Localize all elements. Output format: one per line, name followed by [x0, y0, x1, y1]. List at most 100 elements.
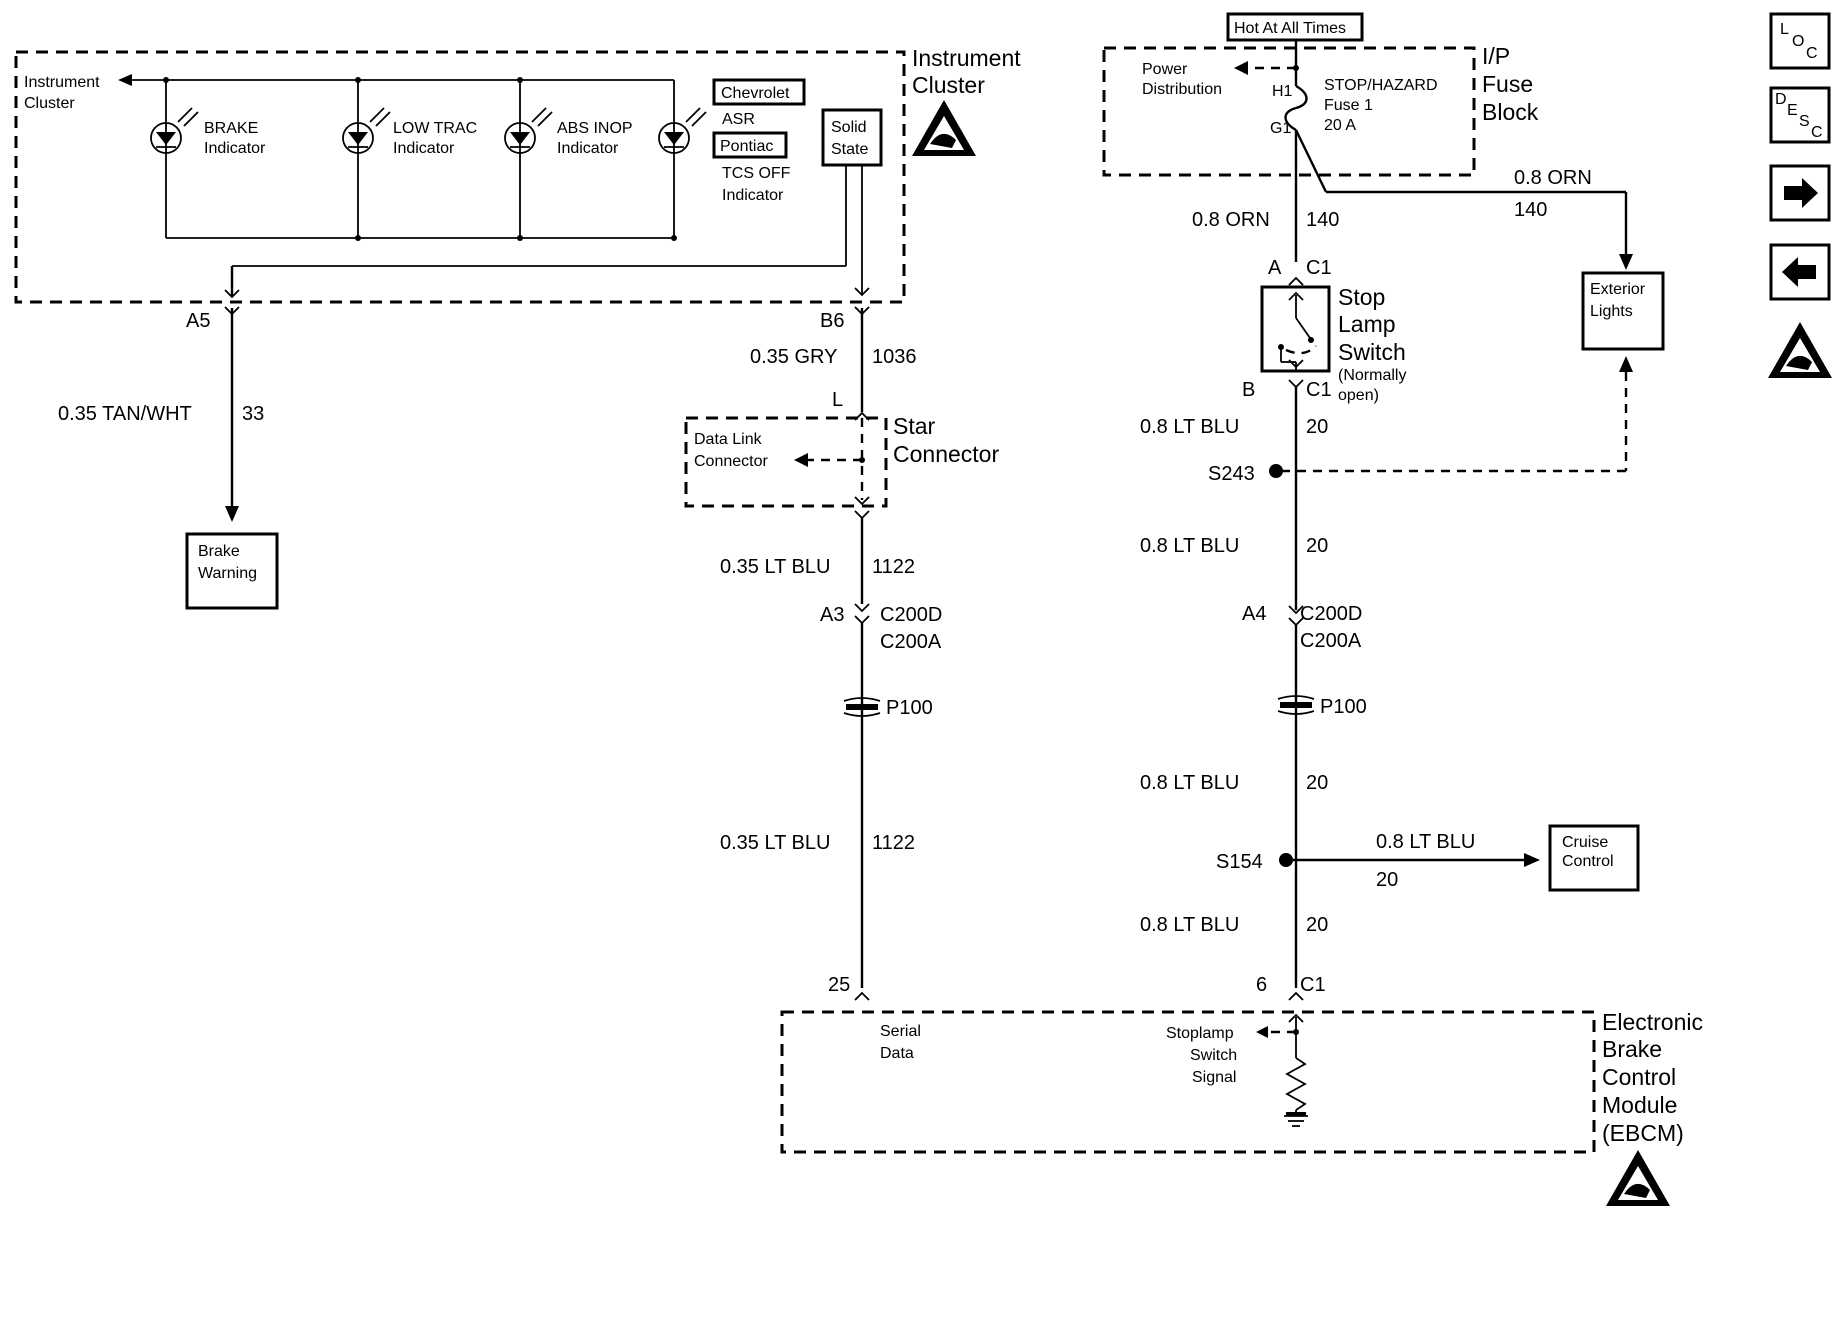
chevrolet-label: Chevrolet	[721, 85, 790, 102]
conn-c200a-right: C200A	[1300, 630, 1362, 652]
instrument-cluster: Instrument Cluster Instrument Cluster BR…	[14, 45, 1021, 304]
blu-1122-wire-color: 0.35 LT BLU	[720, 556, 830, 578]
pin-a-connector: C1	[1306, 257, 1332, 279]
data-link-connector-label-2: Connector	[694, 453, 768, 470]
pin-b6: B6	[820, 310, 844, 332]
switch-note: (Normally	[1338, 367, 1406, 384]
blu-20-wire-circuit-1: 20	[1306, 416, 1328, 438]
fuse-block-title-2: Fuse	[1482, 71, 1533, 97]
desc-letter-e: E	[1787, 102, 1798, 119]
hot-at-all-times-label: Hot At All Times	[1234, 20, 1346, 37]
loc-letter-o: O	[1792, 33, 1804, 50]
orn-wire-color-b: 0.8 ORN	[1514, 167, 1592, 189]
pin-a5: A5	[186, 310, 210, 332]
switch-note-2: open)	[1338, 387, 1379, 404]
ebcm-module: Electronic Brake Control Module (EBCM) S…	[780, 1009, 1703, 1206]
tcs-off-label: TCS OFF	[722, 165, 791, 182]
fuse-block-title: I/P	[1482, 43, 1510, 69]
pontiac-label: Pontiac	[720, 138, 773, 155]
blu-20-wire-circuit-3: 20	[1306, 772, 1328, 794]
blu-20-wire-color-3: 0.8 LT BLU	[1140, 772, 1239, 794]
loc-button[interactable]: L O C	[1769, 12, 1831, 70]
brake-indicator-label: BRAKE	[204, 120, 258, 137]
solid-state-label-2: State	[831, 141, 868, 158]
low-trac-indicator-label-2: Indicator	[393, 140, 455, 157]
brake-warning-wire: A5 0.35 TAN/WHT 33 Brake Warning	[58, 266, 279, 610]
cruise-control-label-2: Control	[1562, 853, 1614, 870]
tan-wht-wire-circuit: 33	[242, 403, 264, 425]
brake-warning-label: Brake	[198, 543, 240, 560]
fuse-rating: 20 A	[1324, 117, 1356, 134]
p100-grommet-right	[1277, 695, 1315, 715]
pin-25: 25	[828, 974, 850, 996]
esd-warning-icon	[1606, 1150, 1670, 1206]
p100-grommet-left	[843, 697, 881, 717]
orn-wire-circuit-b: 140	[1514, 199, 1547, 221]
blu-20-wire-color-4: 0.8 LT BLU	[1140, 914, 1239, 936]
ebcm-title-3: Control	[1602, 1064, 1676, 1090]
brake-warning-label-2: Warning	[198, 565, 257, 582]
stoplamp-signal-label-3: Signal	[1192, 1069, 1236, 1086]
pin-a3: A3	[820, 604, 844, 626]
conn-c200d-left: C200D	[880, 604, 942, 626]
ebcm-title: Electronic	[1602, 1009, 1703, 1035]
blu-1122-wire-color-2: 0.35 LT BLU	[720, 832, 830, 854]
instrument-cluster-title: Instrument	[912, 45, 1021, 71]
pin-6: 6	[1256, 974, 1267, 996]
exterior-lights-box: Exterior Lights	[1276, 271, 1665, 473]
ip-fuse-block: Hot At All Times I/P Fuse Block Power Di…	[1102, 12, 1633, 270]
blu-20-wire-circuit-4: 20	[1306, 914, 1328, 936]
loc-letter-l: L	[1780, 21, 1789, 38]
instrument-cluster-title-2: Cluster	[912, 72, 985, 98]
blu-1122-wire-circuit-2: 1122	[872, 832, 915, 854]
conn-c200a-left: C200A	[880, 631, 942, 653]
power-distribution-label: Power	[1142, 61, 1188, 78]
solid-state-label: Solid	[831, 119, 867, 136]
pin-b-connector: C1	[1306, 379, 1332, 401]
low-trac-indicator-bulb	[342, 80, 391, 238]
pin-6-connector: C1	[1300, 974, 1326, 996]
brake-indicator-label-2: Indicator	[204, 140, 266, 157]
data-link-connector-label: Data Link	[694, 431, 763, 448]
left-arrow-icon	[1782, 257, 1816, 287]
tan-wht-wire-color: 0.35 TAN/WHT	[58, 403, 192, 425]
stop-lamp-switch-title-3: Switch	[1338, 339, 1406, 365]
blu-20-wire-color-2: 0.8 LT BLU	[1140, 535, 1239, 557]
power-distribution-label-2: Distribution	[1142, 81, 1222, 98]
serial-data-label: Serial	[880, 1023, 921, 1040]
brake-indicator-bulb	[150, 80, 199, 238]
cruise-wire-circuit: 20	[1376, 869, 1398, 891]
star-connector-label: Star	[893, 413, 936, 439]
splice-s154: S154	[1216, 851, 1263, 873]
p100-left: P100	[886, 697, 933, 719]
ground-icon	[1284, 1112, 1308, 1127]
serial-data-wire: B6 0.35 GRY 1036 L Star Connector Data L…	[684, 287, 999, 1001]
desc-button[interactable]: D E S C	[1769, 86, 1831, 144]
desc-letter-s: S	[1799, 113, 1810, 130]
loc-letter-c: C	[1806, 45, 1818, 62]
conn-c200d-right: C200D	[1300, 603, 1362, 625]
stop-lamp-switch-title: Stop	[1338, 284, 1385, 310]
stoplamp-signal-label-2: Switch	[1190, 1047, 1237, 1064]
tcs-off-indicator-bulb	[658, 80, 707, 238]
asr-label: ASR	[722, 111, 755, 128]
stoplamp-signal-label: Stoplamp	[1166, 1025, 1234, 1042]
stoplamp-signal-wire: B C1 0.8 LT BLU 20 S243 0.8 LT BLU 20 A4…	[1140, 379, 1640, 1001]
cruise-wire-color: 0.8 LT BLU	[1376, 831, 1475, 853]
serial-data-label-2: Data	[880, 1045, 914, 1062]
blu-20-wire-color-1: 0.8 LT BLU	[1140, 416, 1239, 438]
previous-page-button[interactable]	[1769, 243, 1831, 301]
ebcm-title-5: (EBCM)	[1602, 1120, 1684, 1146]
exterior-lights-label: Exterior	[1590, 281, 1646, 298]
splice-s243: S243	[1208, 463, 1255, 485]
low-trac-indicator-label: LOW TRAC	[393, 120, 477, 137]
gry-wire-color: 0.35 GRY	[750, 346, 837, 368]
abs-inop-indicator-bulb	[504, 80, 553, 238]
fuse-symbol	[1284, 84, 1308, 132]
esd-warning-icon[interactable]	[1768, 322, 1832, 378]
fuse-name: STOP/HAZARD	[1324, 77, 1438, 94]
orn-wire-circuit: 140	[1306, 209, 1339, 231]
next-page-button[interactable]	[1769, 164, 1831, 222]
stop-lamp-switch: A C1 Stop Lamp Switch (Normally open)	[1260, 257, 1406, 404]
